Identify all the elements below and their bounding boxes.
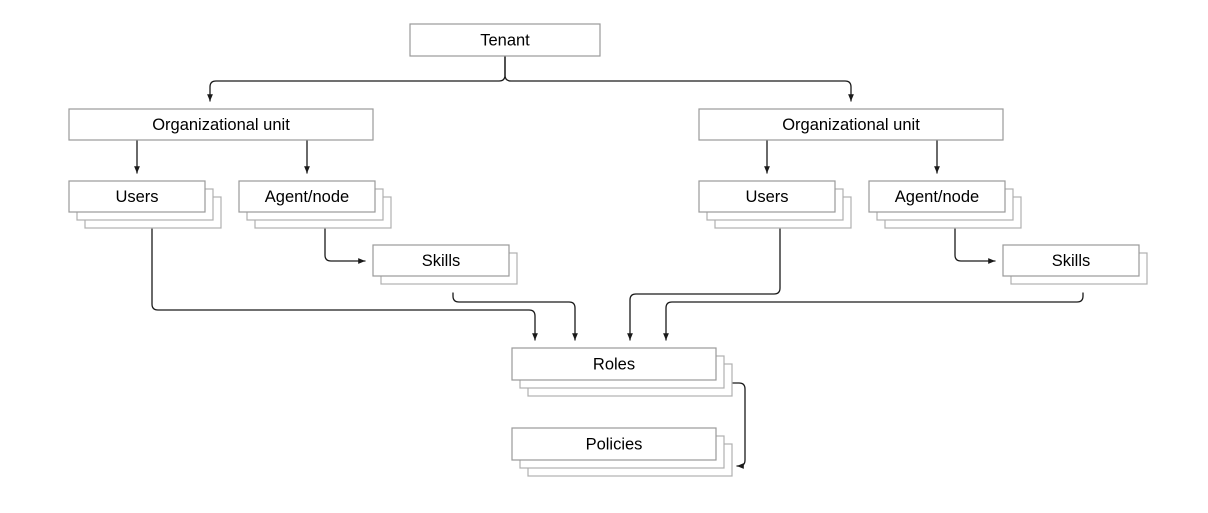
node-agent-right-box[interactable]	[868, 180, 1006, 213]
node-policies-box[interactable]	[511, 427, 717, 461]
node-roles-box[interactable]	[511, 347, 717, 381]
edge-skills-right-to-roles	[663, 292, 1084, 341]
node-ou-left-box[interactable]	[68, 108, 374, 141]
node-agent-left-box[interactable]	[238, 180, 376, 213]
edge-skills-left-to-roles	[452, 292, 578, 341]
node-users-right-box[interactable]	[698, 180, 836, 213]
node-ou-right-label: Organizational unit	[782, 116, 920, 134]
node-tenant[interactable]: Tenant	[409, 23, 601, 57]
edge-layer	[134, 55, 1084, 469]
node-agent-left-label: Agent/node	[265, 188, 349, 206]
node-users-left-box[interactable]	[68, 180, 206, 213]
node-skills-left-label: Skills	[422, 252, 461, 270]
node-agent-right[interactable]: Agent/node	[868, 180, 1022, 229]
node-skills-left-box[interactable]	[372, 244, 510, 277]
node-ou-right-box[interactable]	[698, 108, 1004, 141]
node-roles-label: Roles	[593, 355, 635, 373]
node-users-right-label: Users	[745, 188, 788, 206]
edge-tenant-to-ou-left	[207, 55, 506, 102]
node-skills-right-box[interactable]	[1002, 244, 1140, 277]
edge-agent-left-to-skills-left	[324, 228, 366, 264]
node-ou-left-label: Organizational unit	[152, 116, 290, 134]
node-tenant-box[interactable]	[409, 23, 601, 57]
node-ou-left[interactable]: Organizational unit	[68, 108, 374, 141]
node-users-left-label: Users	[115, 188, 158, 206]
node-ou-right[interactable]: Organizational unit	[698, 108, 1004, 141]
edge-tenant-to-ou-right	[504, 55, 854, 102]
node-policies[interactable]: Policies	[511, 427, 733, 477]
node-tenant-label: Tenant	[480, 31, 530, 49]
node-users-left[interactable]: Users	[68, 180, 222, 229]
edge-users-right-to-roles	[627, 228, 781, 341]
node-agent-right-label: Agent/node	[895, 188, 979, 206]
node-roles[interactable]: Roles	[511, 347, 733, 397]
node-users-right[interactable]: Users	[698, 180, 852, 229]
edge-roles-to-policies	[721, 382, 746, 469]
edge-agent-right-to-skills-right	[954, 228, 996, 264]
node-skills-left[interactable]: Skills	[372, 244, 518, 285]
node-agent-left[interactable]: Agent/node	[238, 180, 392, 229]
node-skills-right-label: Skills	[1052, 252, 1091, 270]
node-skills-right[interactable]: Skills	[1002, 244, 1148, 285]
node-policies-label: Policies	[586, 435, 643, 453]
edge-users-left-to-roles	[151, 228, 538, 341]
